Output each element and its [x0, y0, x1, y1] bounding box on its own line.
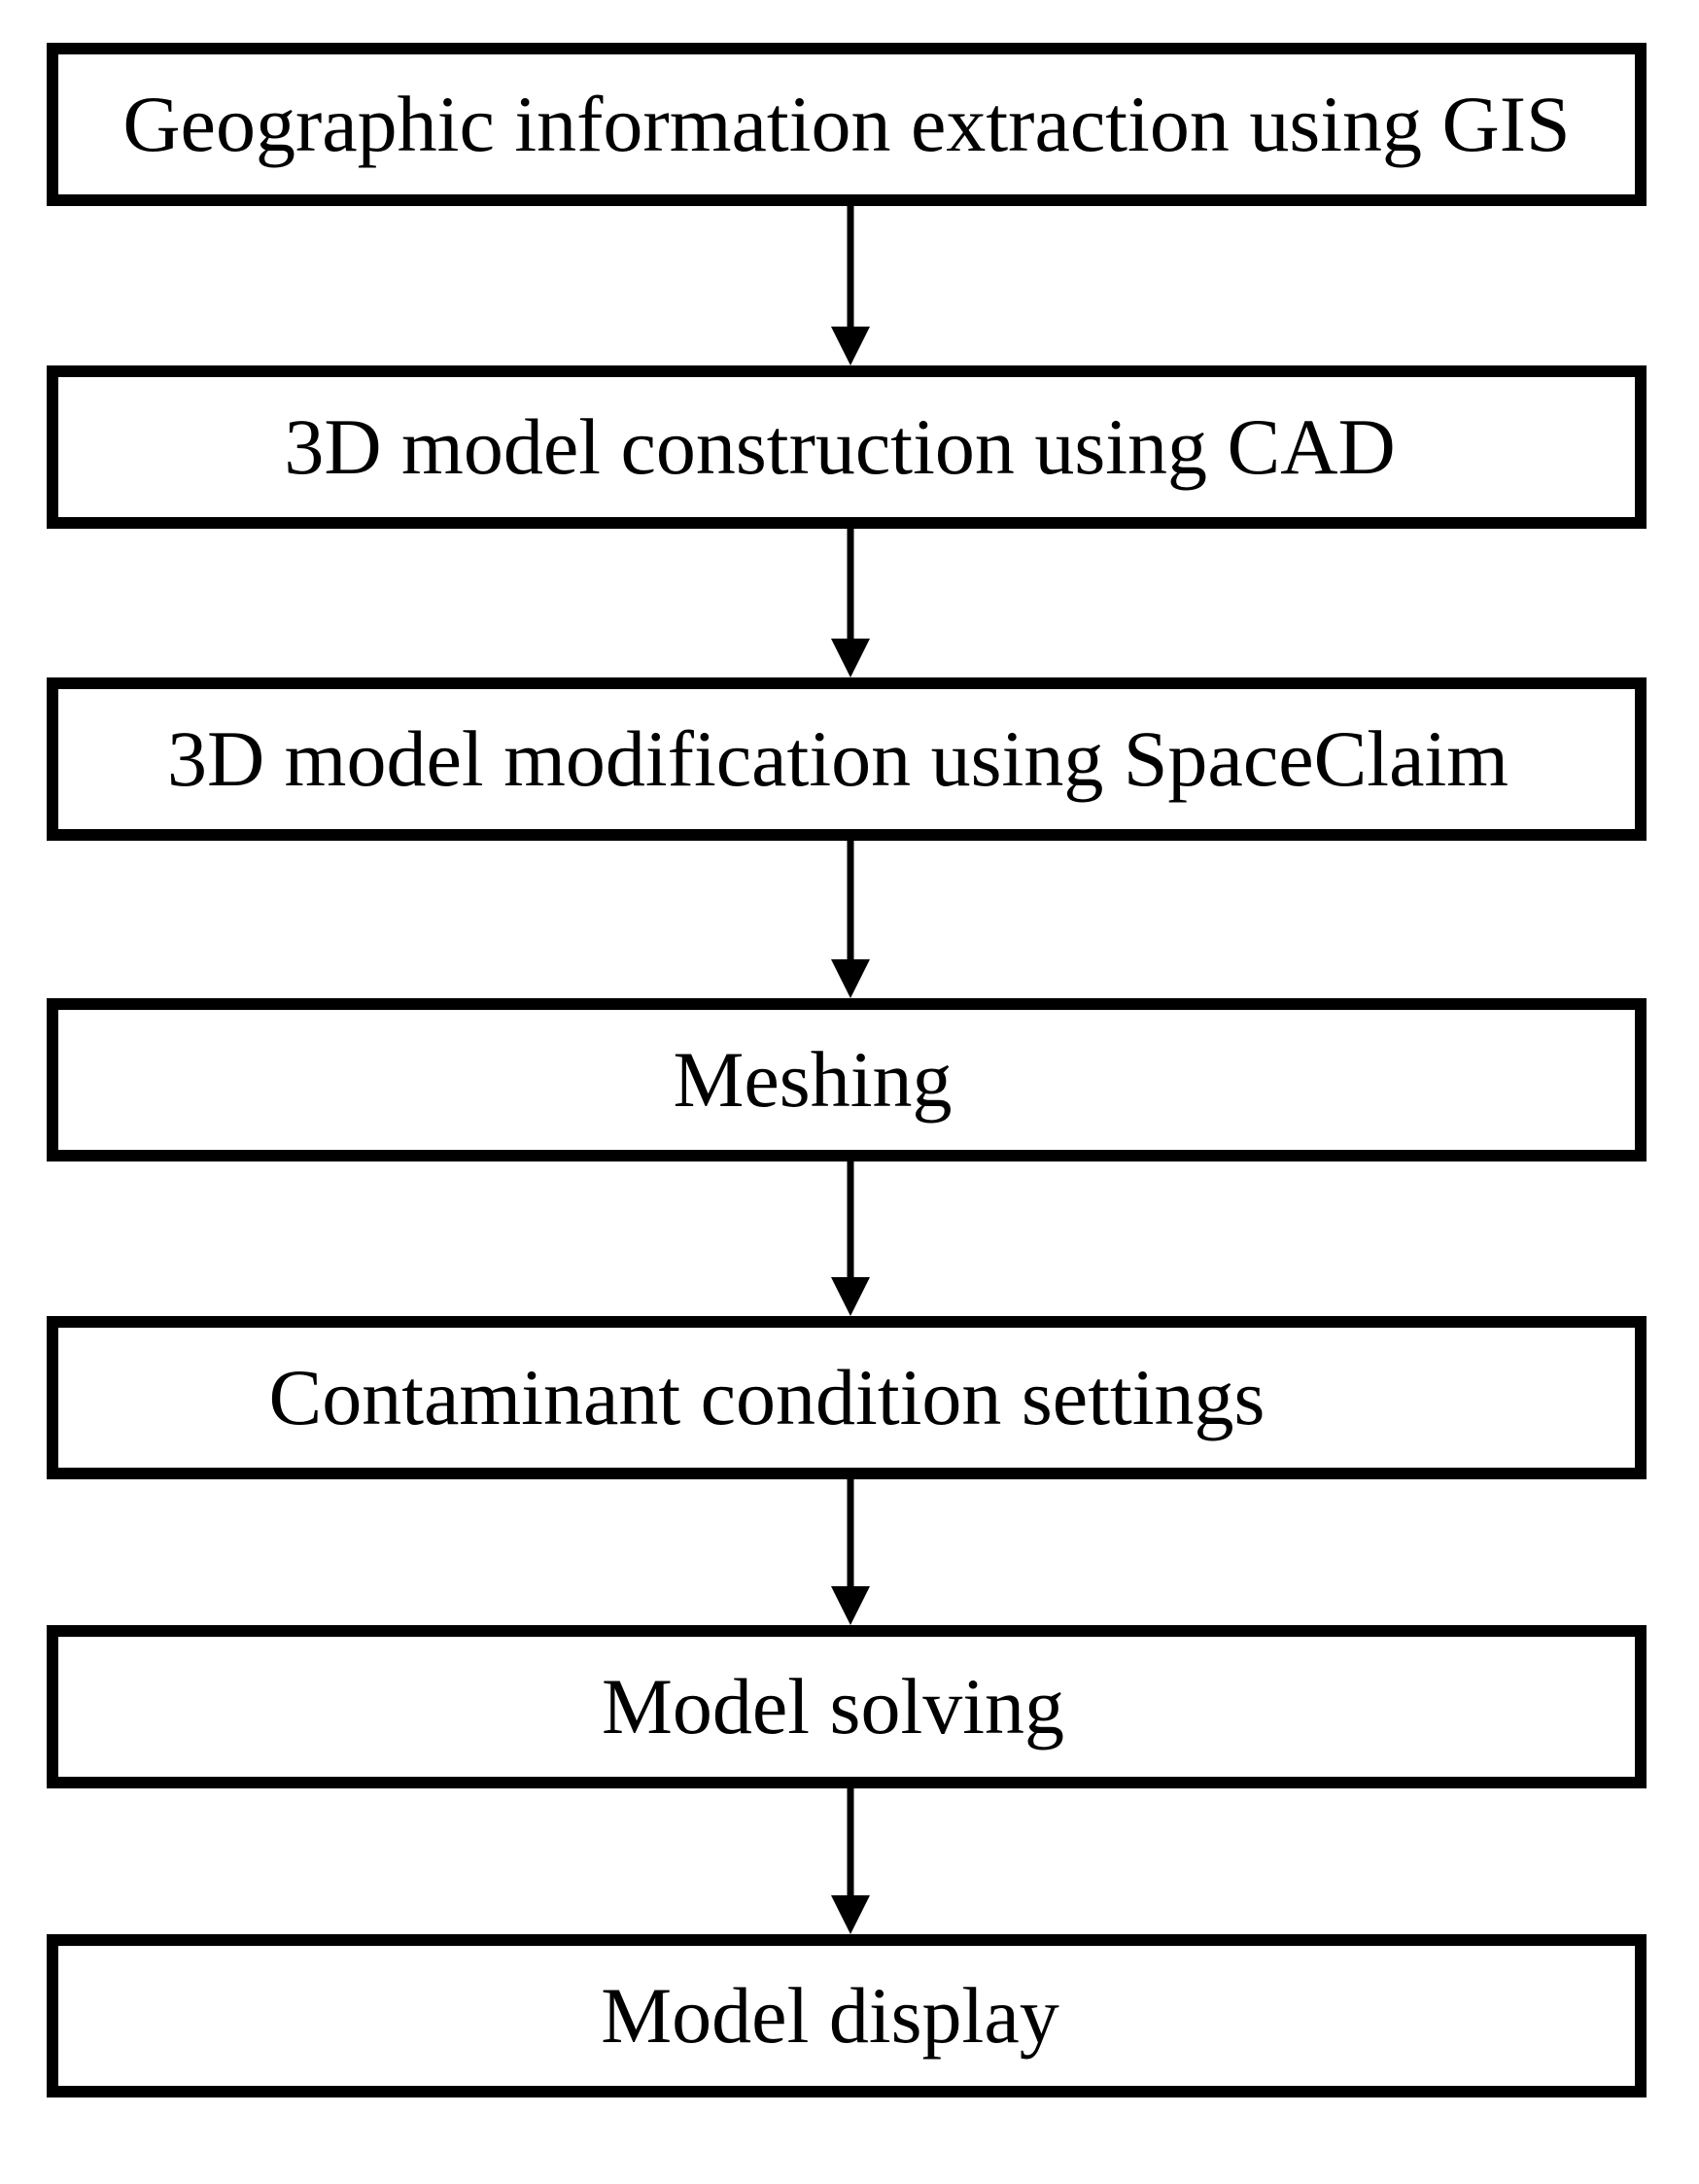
step-label-cad-construction: 3D model construction using CAD [284, 402, 1396, 491]
step-box-cad-construction: 3D model construction using CAD [47, 365, 1647, 529]
arrow-head [831, 1895, 870, 1934]
arrow-head [831, 959, 870, 998]
flow-arrow [831, 529, 870, 677]
step-label-model-solving: Model solving [601, 1662, 1065, 1751]
flow-arrow [831, 1479, 870, 1625]
step-box-spaceclaim-modification: 3D model modification using SpaceClaim [47, 677, 1647, 841]
flow-arrow [831, 841, 870, 998]
step-box-contaminant-settings: Contaminant condition settings [47, 1316, 1647, 1479]
arrow-head [831, 1586, 870, 1625]
step-label-model-display: Model display [601, 1971, 1059, 2060]
flow-arrow [831, 1788, 870, 1934]
step-box-model-solving: Model solving [47, 1625, 1647, 1788]
step-label-gis-extraction: Geographic information extraction using … [122, 80, 1571, 168]
flow-arrow [831, 206, 870, 365]
step-label-spaceclaim-modification: 3D model modification using SpaceClaim [166, 714, 1509, 803]
step-box-meshing: Meshing [47, 998, 1647, 1161]
step-box-model-display: Model display [47, 1934, 1647, 2097]
step-box-gis-extraction: Geographic information extraction using … [47, 43, 1647, 206]
arrow-head [831, 327, 870, 365]
arrow-head [831, 1277, 870, 1316]
arrow-head [831, 639, 870, 677]
flow-arrow [831, 1161, 870, 1316]
step-label-contaminant-settings: Contaminant condition settings [268, 1353, 1266, 1441]
step-label-meshing: Meshing [673, 1035, 953, 1124]
